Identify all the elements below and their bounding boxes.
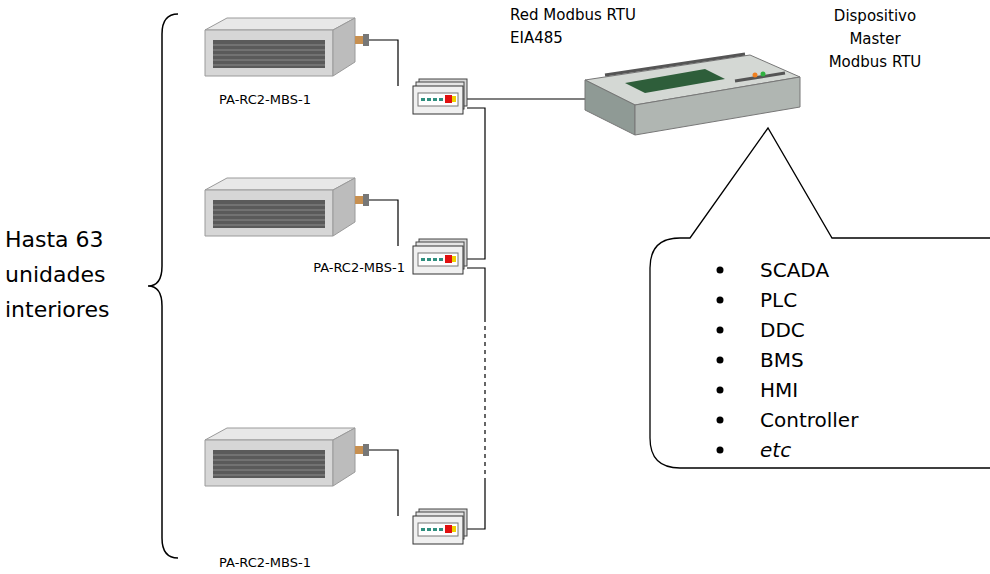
- bullet: [717, 387, 724, 394]
- bus-segment: [467, 98, 585, 99]
- bus-segment: [467, 268, 485, 318]
- bus-line: [467, 268, 485, 529]
- unit-wire: [369, 200, 398, 246]
- bus-label-holder: Red Modbus RTU EIA485: [510, 4, 650, 50]
- bullet: [717, 327, 724, 334]
- indoor-unit: [205, 428, 369, 486]
- group-label: Hasta 63 unidades interiores: [5, 222, 140, 327]
- list-item: Controller: [760, 405, 960, 435]
- group-label-holder: Hasta 63 unidades interiores: [5, 222, 140, 327]
- gateway-device-art: [413, 244, 467, 274]
- list-item: HMI: [760, 375, 960, 405]
- bullet: [717, 357, 724, 364]
- indoor-unit: [205, 18, 369, 76]
- list-item: BMS: [760, 345, 960, 375]
- gateway-device: PA-RC2-MBS-1: [413, 244, 467, 274]
- list-item: etc: [760, 435, 960, 465]
- device-label: PA-RC2-MBS-1: [255, 260, 405, 276]
- gateway-device: PA-RC2-MBS-1: [413, 84, 467, 114]
- bullet: [717, 447, 724, 454]
- unit-wire: [369, 40, 398, 86]
- gateway-device: PA-RC2-MBS-1: [413, 514, 467, 544]
- gateway-device-art: [413, 84, 467, 114]
- gateway-device-art: [413, 514, 467, 544]
- bullet: [717, 267, 724, 274]
- device-label: PA-RC2-MBS-1: [190, 92, 340, 108]
- list-item: SCADA: [760, 255, 960, 285]
- bus-line: [467, 99, 585, 100]
- bullet: [717, 297, 724, 304]
- device-label: Dispositivo Master Modbus RTU: [819, 5, 931, 74]
- bus-line: [467, 108, 485, 259]
- list-item: DDC: [760, 315, 960, 345]
- bus-label: Red Modbus RTU EIA485: [510, 4, 650, 50]
- bus-segment: [467, 479, 485, 529]
- callout-bubble: SCADAPLCDDCBMSHMIControlleretc: [648, 238, 990, 468]
- curly-brace: [148, 14, 178, 558]
- bullet: [717, 417, 724, 424]
- bus-segment: [484, 318, 485, 479]
- indoor-unit: [205, 178, 369, 236]
- master-device: Dispositivo Master Modbus RTU: [585, 55, 805, 135]
- device-label: PA-RC2-MBS-1: [190, 555, 340, 571]
- master-device-art: [585, 55, 805, 135]
- bus-segment: [467, 108, 485, 259]
- unit-wire: [369, 450, 398, 516]
- list-item: PLC: [760, 285, 960, 315]
